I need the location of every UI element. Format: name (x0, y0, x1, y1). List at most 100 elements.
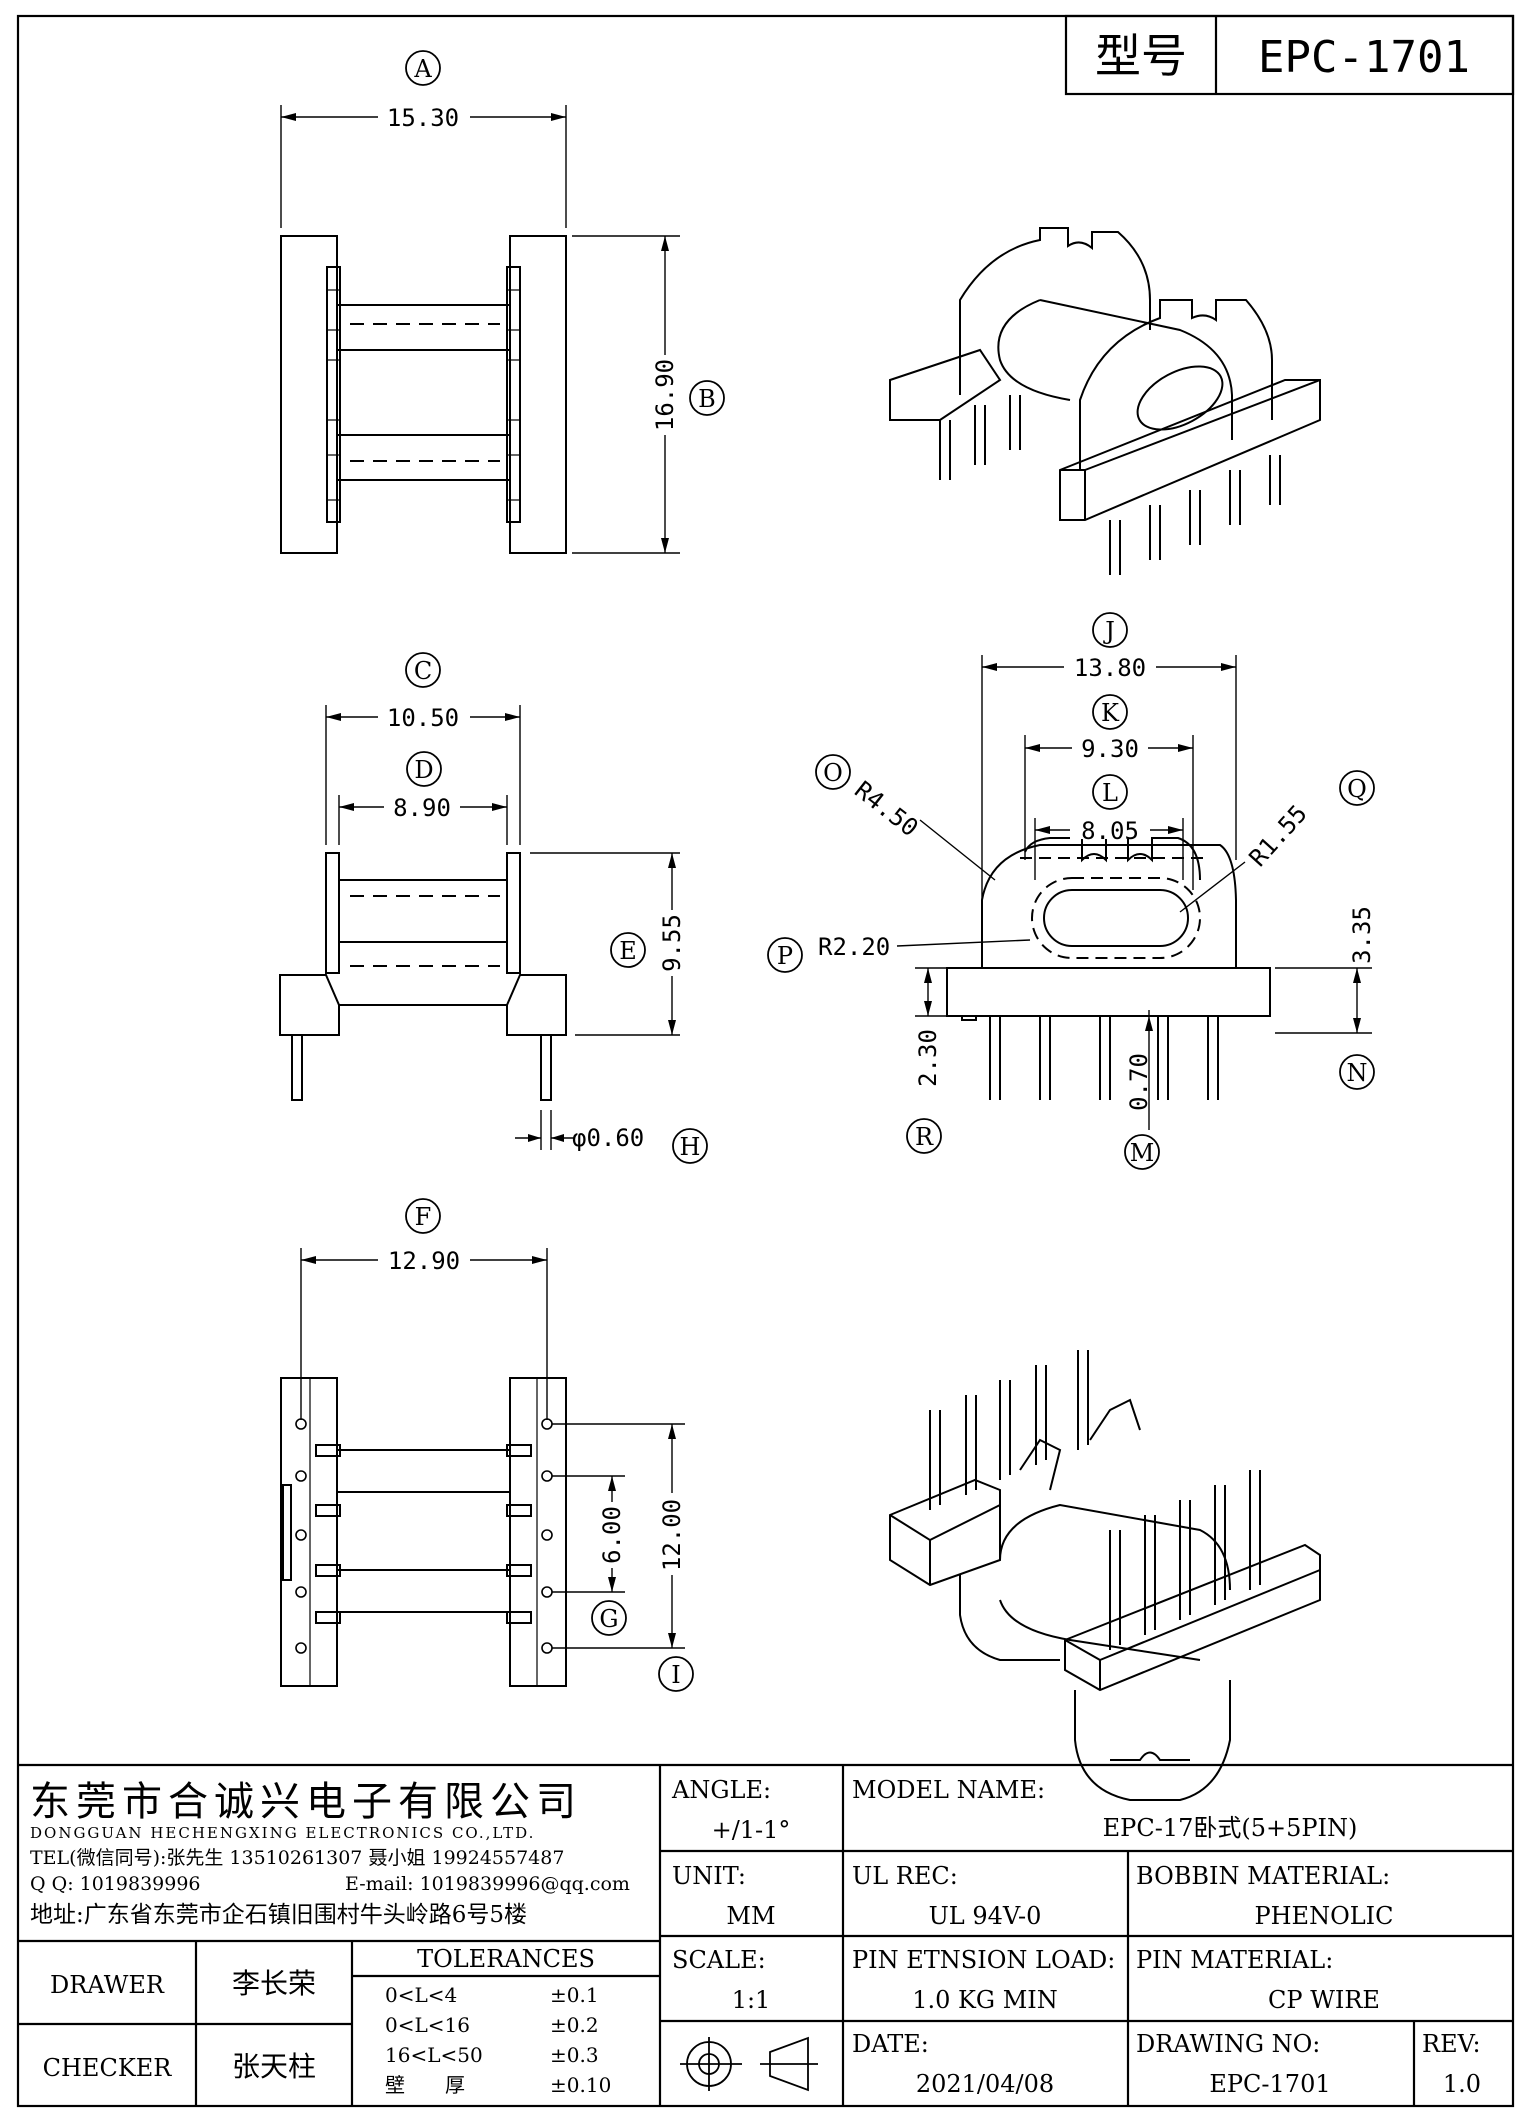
angle-label: ANGLE: (671, 1776, 771, 1804)
circle-label-r (906, 1118, 942, 1154)
circle-label-q (1339, 770, 1375, 806)
circle-label-d (406, 751, 442, 787)
title-block (18, 1763, 1513, 2106)
angle-value: +/1-1° (712, 1816, 791, 1844)
model-box: 型号 EPC-1701 (1064, 14, 1515, 96)
projection-symbol-icon (680, 2036, 818, 2092)
bobbin-material-value: PHENOLIC (1254, 1902, 1393, 1930)
circle-label-g-text: G (599, 1605, 618, 1633)
scale-value: 1:1 (732, 1986, 771, 2014)
pin-load-label: PIN ETNSION LOAD: (852, 1946, 1115, 1974)
tolerance-value-3: ±0.3 (550, 2043, 599, 2067)
sheet-border (16, 14, 1515, 2108)
company-qq: Q Q: 1019839996 (30, 1873, 201, 1895)
dim-h-value: φ0.60 (572, 1124, 644, 1152)
dim-p-value: R2.20 (818, 933, 890, 961)
model-box-value: EPC-1701 (1258, 32, 1470, 83)
circle-label-f-text: F (415, 1203, 432, 1231)
circle-label-i (658, 1656, 694, 1692)
dim-m-value: 0.70 (1125, 1053, 1153, 1111)
circle-label-f (405, 1198, 441, 1234)
model-name-value: EPC-17卧式(5+5PIN) (1103, 1814, 1358, 1842)
circle-label-k (1092, 694, 1128, 730)
pin-material-value: CP WIRE (1268, 1986, 1380, 2014)
circle-label-b-text: B (698, 385, 716, 413)
dim-k-value: 9.30 (1081, 735, 1139, 763)
pin-load-value: 1.0 KG MIN (912, 1986, 1058, 2014)
unit-label: UNIT: (672, 1862, 746, 1890)
circle-label-q-text: Q (1347, 775, 1367, 803)
dim-g-value: 6.00 (598, 1506, 626, 1564)
dim-r-value: 2.30 (914, 1029, 942, 1087)
circle-label-r-text: R (915, 1123, 934, 1151)
company-name-en: DONGGUAN HECHENGXING ELECTRONICS CO.,LTD… (30, 1824, 535, 1842)
dim-e-value: 9.55 (658, 914, 686, 972)
tolerance-value-2: ±0.2 (550, 2013, 599, 2037)
bobbin-material-label: BOBBIN MATERIAL: (1136, 1862, 1390, 1890)
circle-label-c-text: C (414, 657, 432, 685)
circle-label-o (815, 754, 851, 790)
ul-label: UL REC: (852, 1862, 958, 1890)
dim-f-value: 12.90 (388, 1247, 460, 1275)
dim-l-value: 8.05 (1081, 817, 1139, 845)
tolerance-range-3: 16<L<50 (385, 2043, 483, 2067)
dim-i-value: 12.00 (658, 1499, 686, 1571)
circle-label-n (1339, 1054, 1375, 1090)
circle-label-e (610, 932, 646, 968)
circle-label-e-text: E (619, 937, 637, 965)
date-value: 2021/04/08 (916, 2070, 1054, 2098)
dim-o-value: R4.50 (849, 776, 923, 843)
dim-c-value: 10.50 (387, 704, 459, 732)
tolerance-range-4: 壁 厚 (385, 2073, 465, 2097)
dim-a-value: 15.30 (387, 104, 459, 132)
scale-label: SCALE: (672, 1946, 766, 1974)
drawer-value: 李长荣 (232, 1967, 316, 2000)
dim-d-value: 8.90 (393, 794, 451, 822)
unit-value: MM (726, 1902, 775, 1930)
company-email: E-mail: 1019839996@qq.com (345, 1873, 630, 1895)
circle-label-p (767, 937, 803, 973)
company-name-cn: 东莞市合诚兴电子有限公司 (30, 1779, 582, 1825)
circle-label-l-text: L (1102, 779, 1118, 807)
circle-label-n-text: N (1347, 1059, 1368, 1087)
dim-q-value: R1.55 (1244, 800, 1313, 872)
dim-n-value: 3.35 (1348, 906, 1376, 964)
drawing-no-label: DRAWING NO: (1136, 2030, 1320, 2058)
circle-label-a (405, 50, 441, 86)
pin-material-label: PIN MATERIAL: (1136, 1946, 1333, 1974)
circle-label-g (591, 1600, 627, 1636)
bottom-view (280, 1248, 685, 1687)
company-address: 地址:广东省东莞市企石镇旧围村牛头岭路6号5楼 (30, 1902, 527, 1928)
circle-label-c (405, 652, 441, 688)
model-name-label: MODEL NAME: (852, 1776, 1045, 1804)
circle-label-h (672, 1128, 708, 1164)
circle-label-b (689, 380, 725, 416)
drawer-label: DRAWER (50, 1971, 165, 1999)
rev-label: REV: (1422, 2030, 1481, 2058)
ul-value: UL 94V-0 (929, 1902, 1042, 1930)
dim-j-value: 13.80 (1074, 654, 1146, 682)
circle-label-m-text: M (1130, 1139, 1155, 1167)
tolerance-value-4: ±0.10 (550, 2073, 611, 2097)
circle-label-i-text: I (671, 1661, 680, 1689)
iso-view-bottom (889, 1350, 1321, 1801)
date-label: DATE: (852, 2030, 929, 2058)
top-view (280, 105, 680, 554)
checker-label: CHECKER (43, 2054, 173, 2082)
iso-view-top (889, 227, 1321, 575)
circle-label-j (1092, 612, 1128, 648)
circle-label-m (1124, 1134, 1160, 1170)
tolerance-value-1: ±0.1 (550, 1983, 599, 2007)
dim-b-value: 16.90 (651, 359, 679, 431)
circle-label-j-text: J (1102, 617, 1115, 645)
circle-label-o-text: O (823, 759, 843, 787)
tolerance-range-1: 0<L<4 (385, 1983, 457, 2007)
circle-label-p-text: P (777, 942, 793, 970)
model-box-label: 型号 (1095, 29, 1187, 83)
company-tel: TEL(微信同号):张先生 13510261307 聂小姐 1992455748… (30, 1847, 564, 1869)
circle-label-k-text: K (1101, 699, 1120, 727)
circle-label-a-text: A (413, 55, 432, 83)
tolerance-range-2: 0<L<16 (385, 2013, 470, 2037)
drawing-no-value: EPC-1701 (1209, 2070, 1330, 2098)
